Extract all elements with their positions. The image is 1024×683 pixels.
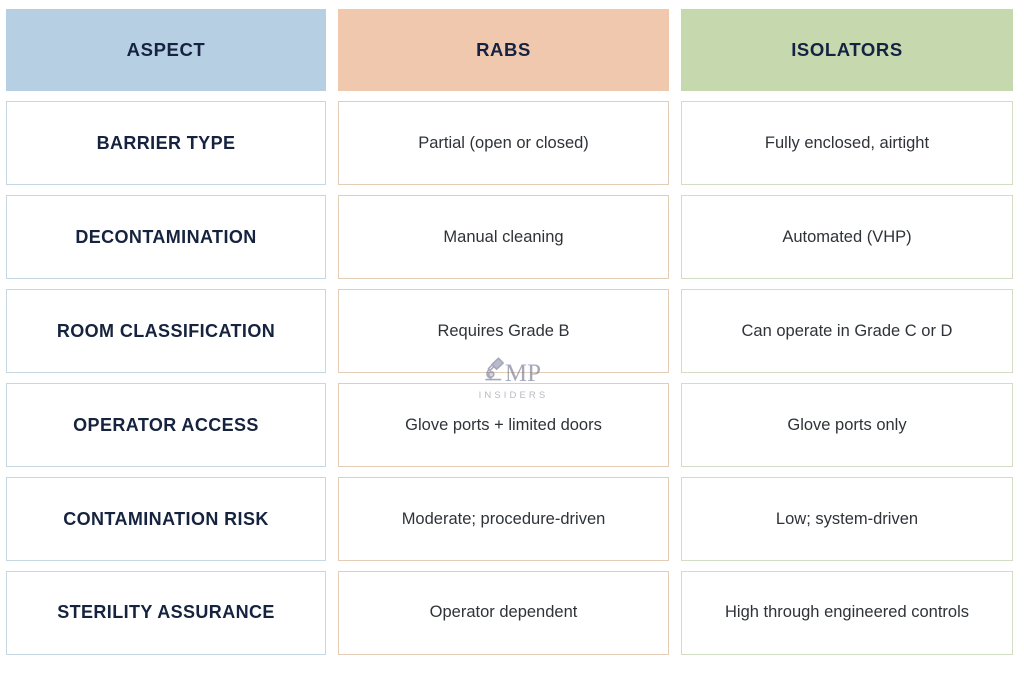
cell-aspect-barrier-type: BARRIER TYPE bbox=[6, 101, 326, 186]
cell-aspect-room-classification: ROOM CLASSIFICATION bbox=[6, 289, 326, 374]
table-header-row: ASPECT RABS ISOLATORS bbox=[6, 9, 1013, 92]
cell-rabs-barrier-type: Partial (open or closed) bbox=[338, 101, 669, 186]
column-header-isolators: ISOLATORS bbox=[681, 9, 1013, 92]
table-row: BARRIER TYPE Partial (open or closed) Fu… bbox=[6, 101, 1013, 186]
table-row: DECONTAMINATION Manual cleaning Automate… bbox=[6, 195, 1013, 280]
cell-rabs-operator-access: Glove ports + limited doors bbox=[338, 383, 669, 468]
cell-aspect-decontamination: DECONTAMINATION bbox=[6, 195, 326, 280]
table-row: CONTAMINATION RISK Moderate; procedure-d… bbox=[6, 477, 1013, 561]
cell-aspect-contamination-risk: CONTAMINATION RISK bbox=[6, 477, 326, 561]
cell-aspect-sterility-assurance: STERILITY ASSURANCE bbox=[6, 571, 326, 655]
cell-isolators-room-classification: Can operate in Grade C or D bbox=[681, 289, 1013, 374]
table-row: OPERATOR ACCESS Glove ports + limited do… bbox=[6, 383, 1013, 468]
cell-isolators-barrier-type: Fully enclosed, airtight bbox=[681, 101, 1013, 186]
cell-rabs-contamination-risk: Moderate; procedure-driven bbox=[338, 477, 669, 561]
cell-isolators-operator-access: Glove ports only bbox=[681, 383, 1013, 468]
cell-rabs-room-classification: Requires Grade B bbox=[338, 289, 669, 374]
cell-isolators-sterility-assurance: High through engineered controls bbox=[681, 571, 1013, 655]
table-row: STERILITY ASSURANCE Operator dependent H… bbox=[6, 571, 1013, 655]
cell-isolators-contamination-risk: Low; system-driven bbox=[681, 477, 1013, 561]
cell-rabs-decontamination: Manual cleaning bbox=[338, 195, 669, 280]
table-row: ROOM CLASSIFICATION Requires Grade B Can… bbox=[6, 289, 1013, 374]
cell-rabs-sterility-assurance: Operator dependent bbox=[338, 571, 669, 655]
column-header-aspect: ASPECT bbox=[6, 9, 326, 92]
cell-aspect-operator-access: OPERATOR ACCESS bbox=[6, 383, 326, 468]
cell-isolators-decontamination: Automated (VHP) bbox=[681, 195, 1013, 280]
column-header-rabs: RABS bbox=[338, 9, 669, 92]
